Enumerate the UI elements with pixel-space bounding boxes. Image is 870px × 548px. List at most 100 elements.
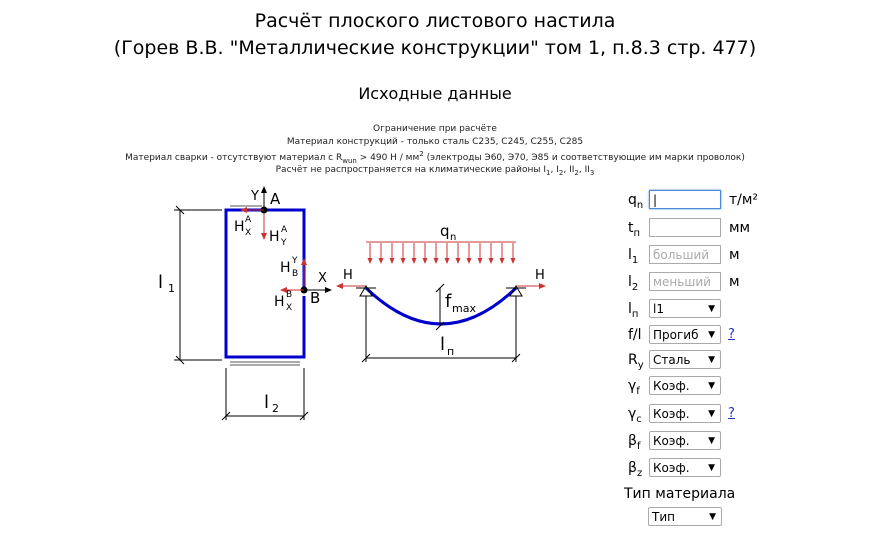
unit-l1: м bbox=[729, 247, 740, 263]
label-ln-field: lп bbox=[628, 301, 639, 320]
label-l2: l bbox=[264, 392, 269, 413]
chevron-down-icon: ▼ bbox=[708, 463, 715, 473]
l2-input[interactable]: меньший bbox=[649, 272, 721, 291]
row-fl: f/l Прогиб▼ ? bbox=[624, 325, 864, 347]
dim-l2: l 2 bbox=[221, 368, 309, 421]
gc-help-link[interactable]: ? bbox=[728, 406, 735, 421]
load-arrow-head bbox=[488, 258, 494, 264]
row-qn: qn | т/м² bbox=[624, 190, 864, 212]
svg-text:X: X bbox=[245, 228, 251, 238]
load-arrow-head bbox=[466, 258, 472, 264]
svg-text:B: B bbox=[292, 269, 298, 279]
gc-select[interactable]: Коэф.▼ bbox=[649, 404, 721, 423]
label-h-right: H bbox=[535, 268, 545, 283]
row-tn: tп мм bbox=[624, 218, 864, 240]
node-a: Y A H X A H Y A bbox=[234, 186, 288, 248]
gf-select[interactable]: Коэф.▼ bbox=[649, 376, 721, 395]
label-qn: q bbox=[440, 222, 450, 240]
row-gc: γc Коэф.▼ ? bbox=[624, 404, 864, 426]
label-ln: l bbox=[440, 334, 445, 355]
load-arrow-head bbox=[400, 258, 406, 264]
svg-text:Y: Y bbox=[280, 238, 287, 248]
load-arrow-head bbox=[378, 258, 384, 264]
row-l2: l2 меньший м bbox=[624, 272, 864, 294]
chevron-down-icon: ▼ bbox=[709, 512, 716, 522]
chevron-down-icon: ▼ bbox=[708, 381, 715, 391]
load-arrow-head bbox=[477, 258, 483, 264]
label-bz-field: βz bbox=[628, 460, 643, 479]
load-arrow-head bbox=[367, 258, 373, 264]
label-ry-field: Ry bbox=[628, 352, 644, 371]
ln-select[interactable]: l1▼ bbox=[649, 299, 721, 318]
label-ln-sub: п bbox=[447, 345, 454, 358]
row-bz: βz Коэф.▼ bbox=[624, 458, 864, 480]
svg-text:H: H bbox=[280, 260, 291, 276]
label-l1: l bbox=[158, 272, 163, 293]
page-title-line2: (Горев В.В. "Металлические конструкции" … bbox=[113, 37, 757, 59]
section-heading: Исходные данные bbox=[358, 84, 512, 103]
svg-text:X: X bbox=[286, 303, 292, 313]
bz-select[interactable]: Коэф.▼ bbox=[649, 458, 721, 477]
row-gf: γf Коэф.▼ bbox=[624, 376, 864, 398]
row-bf: βf Коэф.▼ bbox=[624, 431, 864, 453]
fl-help-link[interactable]: ? bbox=[728, 327, 735, 342]
qn-input[interactable]: | bbox=[649, 190, 721, 209]
chevron-down-icon: ▼ bbox=[708, 304, 715, 314]
load-arrow-head bbox=[444, 258, 450, 264]
label-gc-field: γc bbox=[628, 406, 642, 425]
svg-text:H: H bbox=[234, 219, 245, 235]
ry-select[interactable]: Сталь▼ bbox=[649, 350, 721, 369]
row-ry: Ry Сталь▼ bbox=[624, 350, 864, 372]
label-y: Y bbox=[250, 189, 259, 204]
svg-text:H: H bbox=[269, 229, 280, 245]
row-ln: lп l1▼ bbox=[624, 299, 864, 321]
row-l1: l1 больший м bbox=[624, 245, 864, 267]
chevron-down-icon: ▼ bbox=[708, 436, 715, 446]
load-arrow-head bbox=[499, 258, 505, 264]
label-x: X bbox=[318, 271, 327, 286]
label-qn-sub: n bbox=[450, 232, 456, 243]
page-title-line1: Расчёт плоского листового настила bbox=[254, 10, 616, 32]
chevron-down-icon: ▼ bbox=[708, 330, 715, 340]
plate-deflection: f max l п bbox=[356, 283, 526, 363]
label-b: B bbox=[310, 289, 320, 307]
label-l2-sub: 2 bbox=[272, 402, 279, 415]
chevron-down-icon: ▼ bbox=[708, 409, 715, 419]
material-type-select[interactable]: Тип▼ bbox=[648, 507, 722, 526]
fl-select[interactable]: Прогиб▼ bbox=[649, 325, 721, 344]
l1-input[interactable]: больший bbox=[649, 245, 721, 264]
note-material: Материал конструкций - только сталь С235… bbox=[286, 137, 584, 147]
load-arrow-head bbox=[411, 258, 417, 264]
load-arrow-head bbox=[433, 258, 439, 264]
label-fmax-sub: max bbox=[452, 302, 476, 315]
unit-l2: м bbox=[729, 274, 740, 290]
label-tn-field: tп bbox=[628, 220, 641, 239]
dim-l1: l 1 bbox=[158, 205, 222, 365]
load-arrow-head bbox=[422, 258, 428, 264]
label-gf-field: γf bbox=[628, 378, 640, 397]
svg-text:H: H bbox=[274, 294, 285, 310]
load-arrow-head bbox=[510, 258, 516, 264]
load-qn: q n bbox=[366, 222, 516, 264]
note-heading: Ограничение при расчёте bbox=[373, 124, 497, 134]
label-h-left: H bbox=[343, 268, 353, 283]
chevron-down-icon: ▼ bbox=[708, 355, 715, 365]
label-l2-field: l2 bbox=[628, 274, 639, 293]
material-type-label: Тип материала bbox=[624, 486, 736, 502]
svg-text:A: A bbox=[245, 215, 252, 225]
node-b: X B H B Y H X B bbox=[274, 256, 332, 313]
svg-text:A: A bbox=[281, 225, 288, 235]
note-climate: Расчёт не распространяется на климатичес… bbox=[275, 165, 595, 177]
unit-tn: мм bbox=[729, 220, 751, 236]
svg-text:B: B bbox=[286, 290, 292, 300]
load-arrow-head bbox=[389, 258, 395, 264]
force-h: H H bbox=[336, 268, 546, 289]
label-qn-field: qn bbox=[628, 192, 644, 211]
note-welding: Материал сварки - отсутствуют материал с… bbox=[125, 150, 745, 165]
load-arrow-head bbox=[455, 258, 461, 264]
bf-select[interactable]: Коэф.▼ bbox=[649, 431, 721, 450]
label-fl-field: f/l bbox=[628, 327, 642, 343]
tn-input[interactable] bbox=[649, 218, 721, 237]
label-l1-field: l1 bbox=[628, 247, 639, 266]
